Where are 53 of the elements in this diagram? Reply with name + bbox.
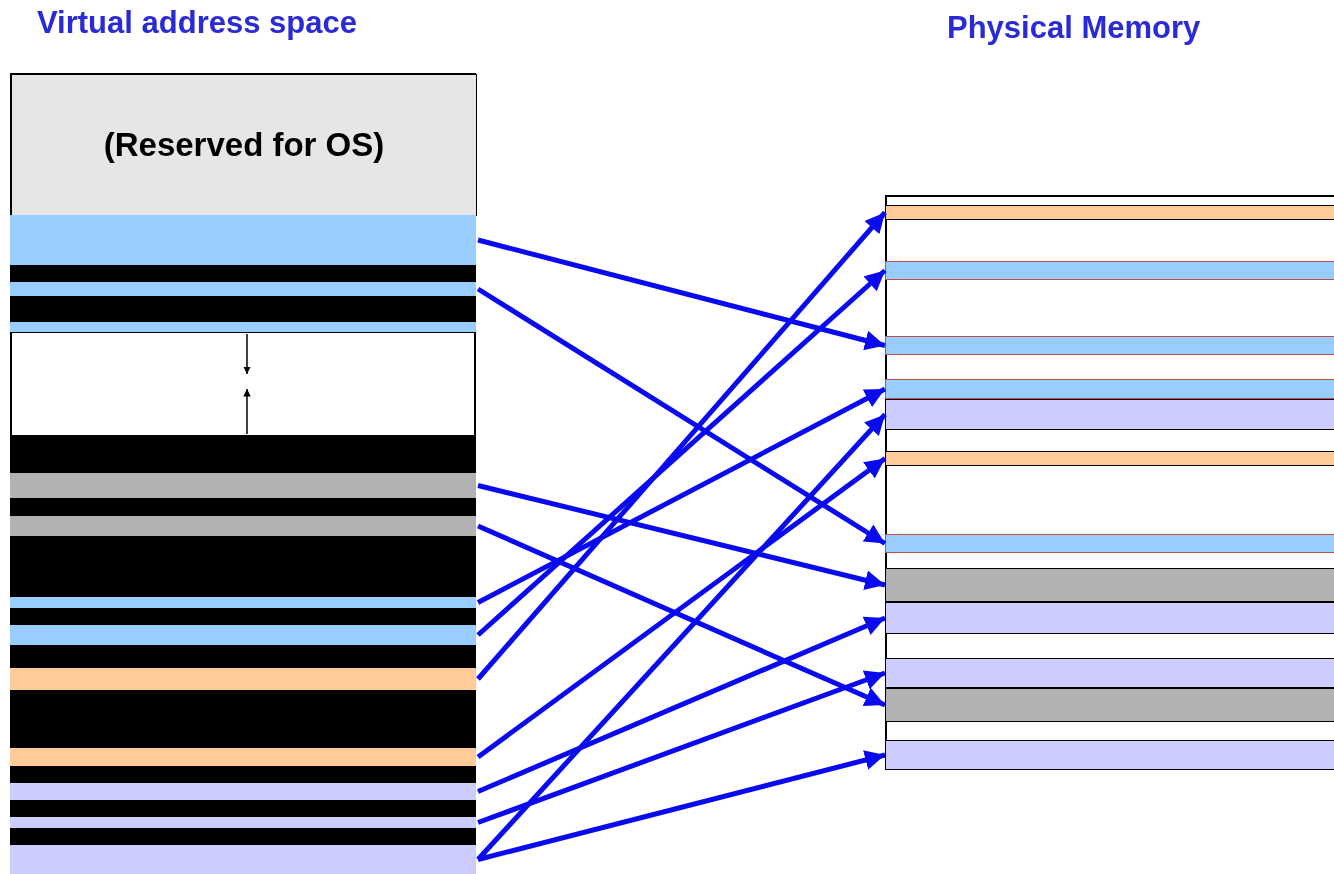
memory-segment [10,690,476,748]
memory-segment [885,399,1334,430]
memory-column [10,73,476,874]
arrow [477,237,886,351]
memory-segment [10,282,476,296]
memory-segment [885,740,1334,770]
memory-segment [10,498,476,516]
memory-segment [885,336,1334,355]
memory-segment [10,800,476,817]
memory-segment [885,688,1334,722]
memory-segment [885,451,1334,466]
arrow [477,483,886,590]
memory-segment [10,435,476,473]
memory-segment [10,668,476,690]
arrow [476,210,887,681]
memory-segment [10,783,476,800]
arrow [477,750,886,862]
memory-segment [10,516,476,536]
reserved-region [11,74,477,216]
arrow [476,456,887,759]
memory-segment [10,473,476,498]
memory-segment [885,261,1334,280]
arrow [476,286,887,546]
memory-segment [10,817,476,828]
memory-segment [10,215,476,265]
arrow [476,386,887,605]
arrow [477,615,886,794]
heading: Virtual address space [37,5,357,41]
memory-segment [10,296,476,322]
memory-segment [10,828,476,845]
memory-segment [10,625,476,645]
memory-segment [885,568,1334,602]
heading: Physical Memory [947,10,1201,46]
memory-segment [10,645,476,668]
memory-segment [885,534,1334,553]
memory-segment [885,602,1334,634]
memory-segment [10,608,476,625]
memory-segment [885,658,1334,688]
memory-segment [10,265,476,282]
arrow [476,412,887,862]
arrow [477,670,886,825]
arrow [477,523,886,708]
memory-segment [10,536,476,597]
arrow [476,268,887,637]
memory-segment [10,322,476,333]
region-label: (Reserved for OS) [103,126,385,164]
memory-segment [10,597,476,608]
memory-segment [885,379,1334,399]
memory-segment [10,748,476,766]
memory-segment [10,845,476,874]
memory-segment [10,766,476,783]
memory-column [885,195,1334,770]
memory-segment [885,205,1334,220]
